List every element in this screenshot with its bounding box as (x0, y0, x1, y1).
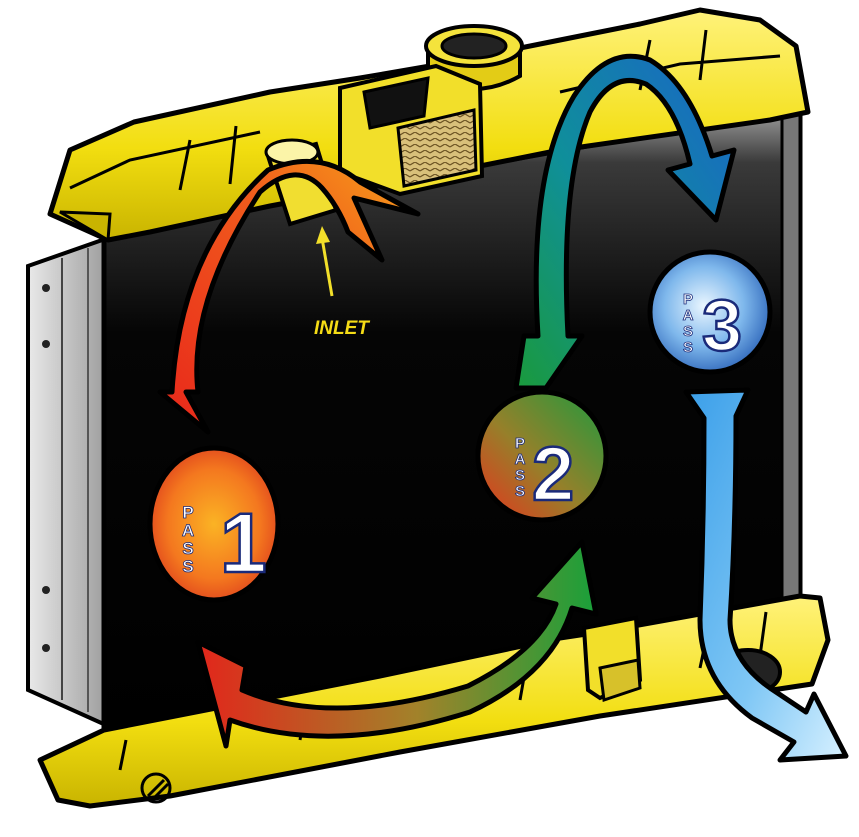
cutaway-section (338, 63, 485, 197)
bolt-icon (42, 644, 50, 652)
flow-arrow-pass3-to-outlet (683, 387, 849, 763)
pass-2-letter: A (515, 451, 526, 468)
pass-3-letter: P (683, 291, 693, 308)
pass-3-number: 3 (702, 286, 742, 366)
pass-2-letter: P (515, 435, 525, 452)
pass-1-letter: S (182, 557, 193, 576)
pass-1-badge: P A S S 1 (147, 445, 281, 603)
logo-badge-icon (140, 772, 172, 804)
radiator-right-edge (780, 103, 802, 613)
pass-2-letter: S (515, 467, 525, 484)
pass-2-number: 2 (532, 432, 574, 517)
pass-3-letter: A (683, 307, 694, 324)
flow-arrow-pass2-to-pass3 (513, 53, 737, 391)
inlet-pointer (316, 226, 334, 297)
bolt-icon (42, 586, 50, 594)
pass-3-letter: S (683, 339, 693, 356)
pass-1-letter: A (182, 521, 194, 540)
bolt-icon (42, 340, 50, 348)
pass-3-letter: S (683, 323, 693, 340)
flow-arrow-inlet-to-pass1 (157, 158, 421, 435)
pass-1-number: 1 (220, 496, 267, 590)
radiator-side-plate (26, 235, 110, 730)
bolt-icon (42, 284, 50, 292)
flow-arrow-pass1-to-pass2 (195, 539, 599, 749)
pass-2-badge: P A S S 2 (475, 389, 609, 523)
inlet-label: INLET (314, 318, 370, 339)
pass-1-letter: S (182, 539, 193, 558)
pass-3-badge: P A S S 3 (647, 249, 773, 375)
pass-2-letter: S (515, 483, 525, 500)
pass-1-letter: P (182, 503, 193, 522)
